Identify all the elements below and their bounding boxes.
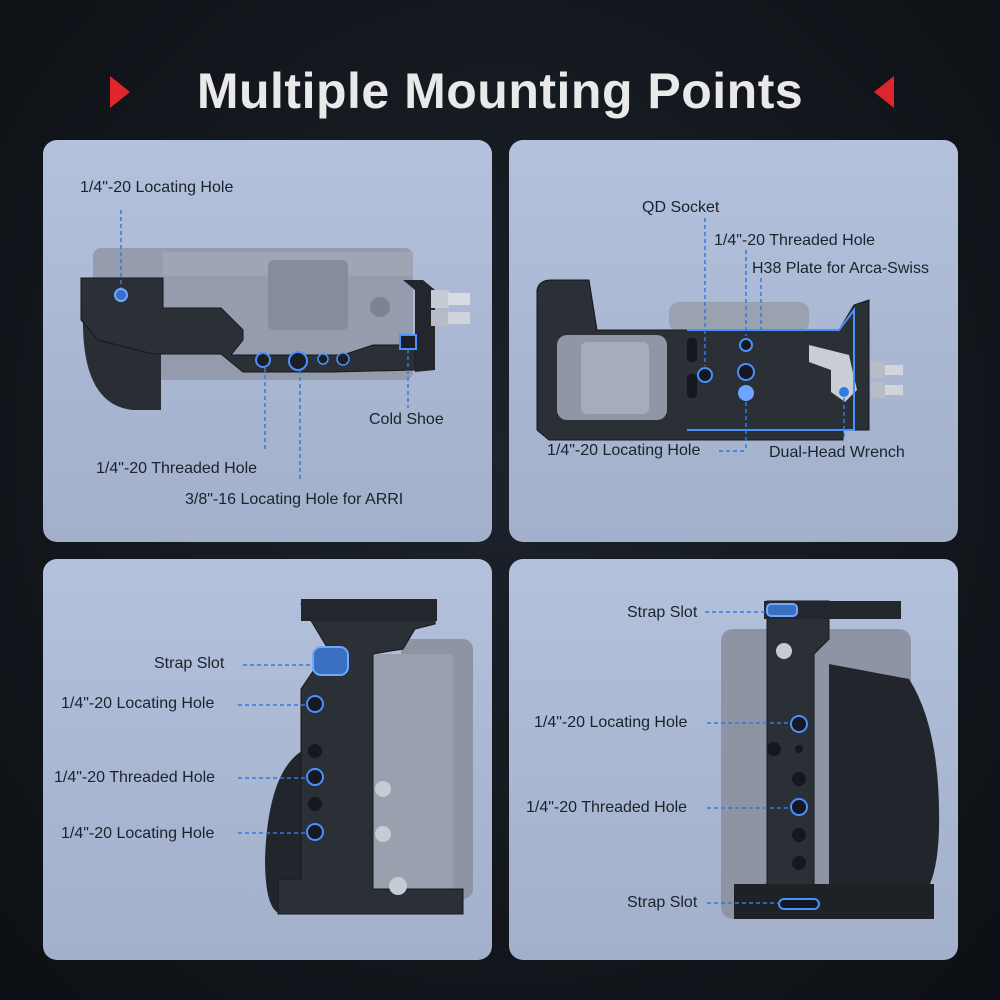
label-locating-hole: 1/4"-20 Locating Hole bbox=[80, 179, 234, 196]
camera-cage-left-side-image bbox=[238, 599, 473, 915]
camera-cage-bottom-view-image bbox=[536, 218, 903, 452]
camera-cage-top-view-image bbox=[80, 210, 470, 482]
label-wrench: Dual-Head Wrench bbox=[769, 444, 905, 461]
panel-bottom-view: QD Socket 1/4"-20 Threaded Hole H38 Plat… bbox=[509, 140, 958, 542]
red-triangle-right-icon bbox=[110, 76, 130, 108]
page-title: Multiple Mounting Points bbox=[196, 63, 804, 119]
label-locating-hole: 1/4"-20 Locating Hole bbox=[547, 442, 701, 459]
label-qd-socket: QD Socket bbox=[642, 199, 720, 216]
label-threaded-hole: 1/4"-20 Threaded Hole bbox=[54, 769, 216, 786]
label-threaded-hole: 1/4"-20 Threaded Hole bbox=[714, 232, 876, 249]
label-locating-hole-1: 1/4"-20 Locating Hole bbox=[61, 695, 215, 712]
header: Multiple Mounting Points bbox=[0, 56, 1000, 126]
label-locating-hole-2: 1/4"-20 Locating Hole bbox=[61, 825, 215, 842]
label-strap-slot: Strap Slot bbox=[154, 655, 225, 672]
panel-top-view: 1/4"-20 Locating Hole Cold Shoe 1/4"-20 … bbox=[43, 140, 492, 542]
label-strap-slot-bottom: Strap Slot bbox=[627, 894, 698, 911]
label-locating-hole: 1/4"-20 Locating Hole bbox=[534, 714, 688, 731]
label-strap-slot-top: Strap Slot bbox=[627, 604, 698, 621]
panel-left-side-view: Strap Slot 1/4"-20 Locating Hole 1/4"-20… bbox=[43, 559, 492, 960]
red-triangle-left-icon bbox=[874, 76, 894, 108]
label-arri-hole: 3/8"-16 Locating Hole for ARRI bbox=[185, 491, 404, 508]
label-threaded-hole: 1/4"-20 Threaded Hole bbox=[526, 799, 688, 816]
label-h38-plate: H38 Plate for Arca-Swiss bbox=[752, 260, 929, 277]
label-cold-shoe: Cold Shoe bbox=[369, 411, 444, 428]
panel-right-side-view: Strap Slot 1/4"-20 Locating Hole 1/4"-20… bbox=[509, 559, 958, 960]
label-threaded-hole: 1/4"-20 Threaded Hole bbox=[96, 460, 258, 477]
camera-cage-right-side-image bbox=[705, 600, 940, 919]
